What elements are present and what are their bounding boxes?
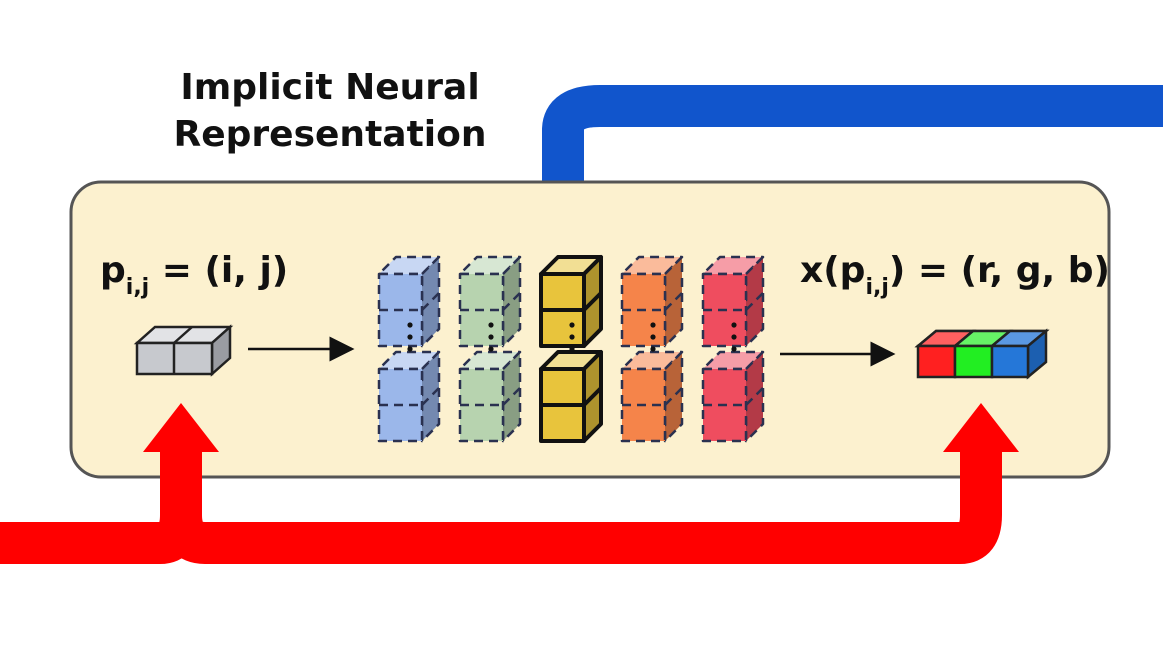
layer-yellow-ellipsis <box>569 322 575 352</box>
layer-red-ellipsis <box>731 322 737 352</box>
layer-yellow-cube-1 <box>539 255 603 348</box>
output-color-label: x(pi,j) = (r, g, b) <box>800 250 1110 300</box>
layer-yellow-cube-2 <box>539 350 603 443</box>
input-label-base: p <box>100 250 126 291</box>
blue-path <box>542 85 1163 224</box>
output-label-prefix: x(p <box>800 250 866 291</box>
layer-orange-cube-1 <box>620 255 684 348</box>
layer-orange-ellipsis <box>650 322 656 352</box>
red-path <box>0 450 1002 564</box>
title-line-1: Implicit Neural <box>180 67 480 108</box>
layer-green-ellipsis <box>488 322 494 352</box>
output-label-subscript: i,j <box>865 275 889 300</box>
output-cell-g <box>953 344 994 379</box>
title-line-2: Representation <box>173 114 487 155</box>
input-label-subscript: i,j <box>125 275 150 300</box>
network-layers <box>377 255 765 443</box>
diagram-title: Implicit Neural Representation <box>170 64 490 158</box>
output-cell-r <box>916 344 957 379</box>
output-label-rest: ) = (r, g, b) <box>888 250 1110 291</box>
output-cube <box>914 328 1050 380</box>
layer-blue-ellipsis <box>407 322 413 352</box>
layer-blue-cube-2 <box>377 350 441 443</box>
input-cube <box>133 324 234 377</box>
layer-red-cube-1 <box>701 255 765 348</box>
layer-blue-cube-1 <box>377 255 441 348</box>
output-cell-b <box>990 344 1030 379</box>
input-label-rest: = (i, j) <box>149 250 289 291</box>
red-arrowhead-right <box>943 403 1019 452</box>
layer-orange-cube-2 <box>620 350 684 443</box>
layer-green-cube-2 <box>458 350 522 443</box>
input-coordinate-label: pi,j = (i, j) <box>100 250 289 300</box>
layer-red-cube-2 <box>701 350 765 443</box>
red-arrowhead-left <box>143 403 219 452</box>
layer-green-cube-1 <box>458 255 522 348</box>
